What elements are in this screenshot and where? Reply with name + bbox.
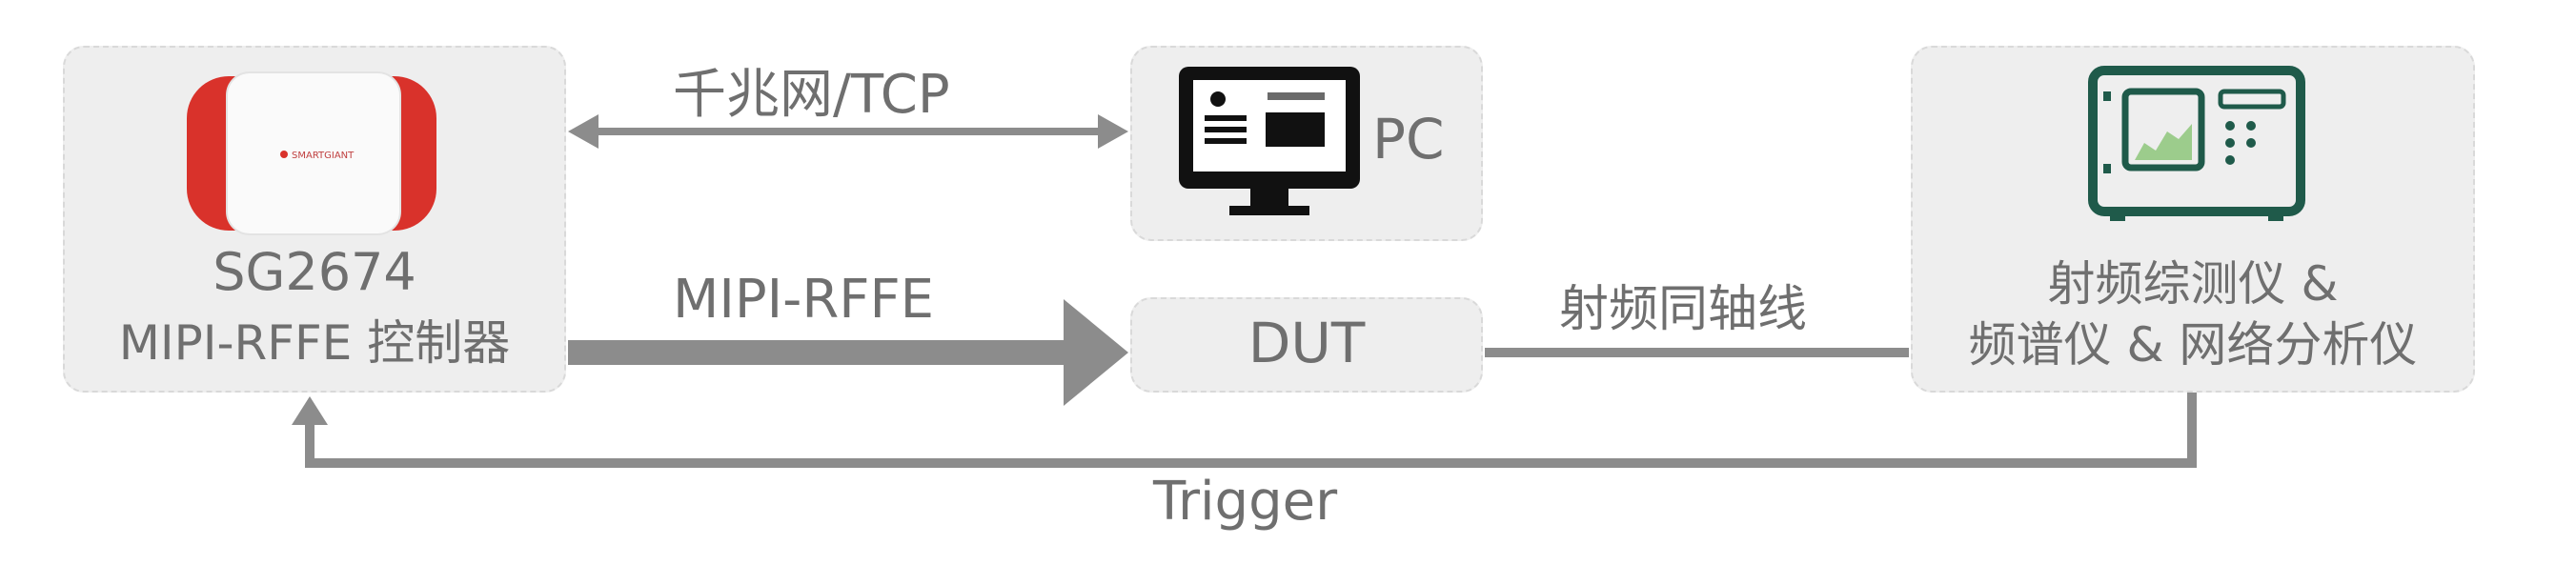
- instruments-label-line1: 射频综测仪 &: [2047, 256, 2339, 312]
- device-brand-text: SMARTGIANT: [292, 151, 355, 161]
- controller-device-image: SMARTGIANT: [187, 71, 436, 235]
- ethernet-arrow: [568, 114, 1128, 149]
- trigger-arrow: [292, 393, 2197, 468]
- mipi-arrow: [568, 299, 1128, 406]
- instruments-label-line2: 频谱仪 & 网络分析仪: [1968, 317, 2418, 373]
- instrument-icon: [2088, 66, 2305, 221]
- controller-model-label: SG2674: [213, 242, 416, 302]
- pc-label: PC: [1372, 107, 1445, 172]
- mipi-label: MIPI-RFFE: [673, 269, 935, 331]
- rf-cable-label: 射频同轴线: [1559, 281, 1808, 338]
- trigger-label: Trigger: [1153, 471, 1338, 533]
- instruments-node: [1911, 46, 2475, 393]
- monitor-icon: [1179, 67, 1360, 215]
- controller-name-label: MIPI-RFFE 控制器: [118, 315, 511, 371]
- ethernet-label: 千兆网/TCP: [673, 64, 950, 126]
- dut-node: [1130, 297, 1483, 393]
- dut-label: DUT: [1247, 311, 1366, 375]
